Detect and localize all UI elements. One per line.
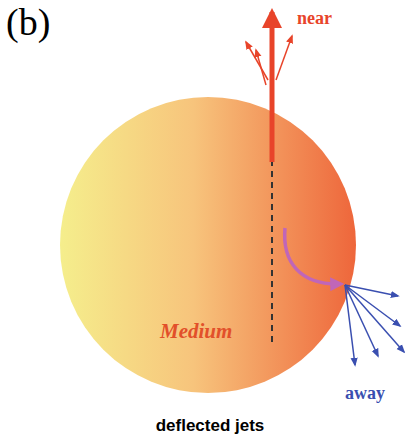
away-side-label: away bbox=[345, 383, 385, 404]
near-side-label: near bbox=[297, 8, 332, 29]
medium-gradient-disk bbox=[60, 97, 356, 393]
near-jet-spray bbox=[276, 36, 292, 80]
near-jet-spray bbox=[246, 42, 268, 80]
near-jet-spray bbox=[256, 50, 266, 85]
panel-label: (b) bbox=[6, 0, 50, 44]
jet-axis-dashed bbox=[271, 160, 273, 345]
figure-caption: deflected jets bbox=[0, 416, 413, 436]
near-jet-arrow bbox=[270, 12, 275, 162]
away-jet-spray bbox=[345, 285, 355, 365]
deflected-path bbox=[285, 228, 340, 284]
medium-label: Medium bbox=[160, 319, 232, 344]
away-jet-spray bbox=[345, 285, 404, 352]
away-jet-spray bbox=[345, 285, 400, 326]
medium-circle: Medium bbox=[60, 97, 356, 393]
